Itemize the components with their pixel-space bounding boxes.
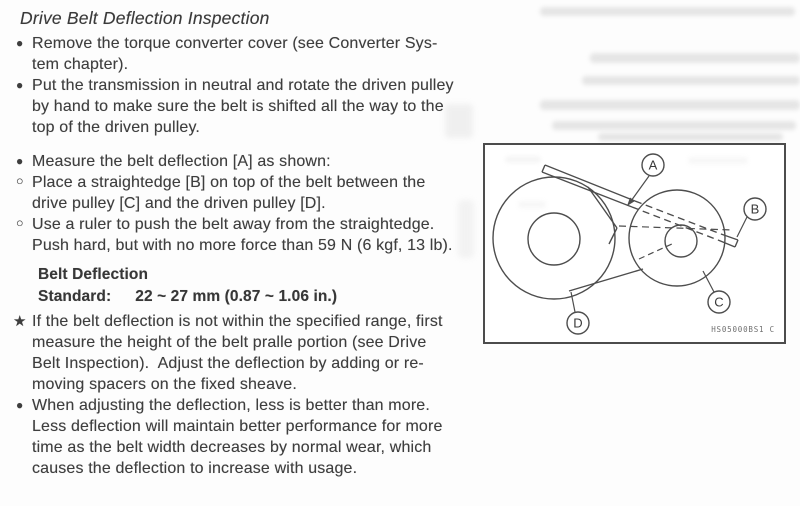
bleedthrough-text [518,201,546,208]
drive-pulley-circle [628,189,726,287]
instruction-substep: ○ Use a ruler to push the belt away from… [8,214,472,256]
drive-belt-lines [568,186,733,292]
text-line: top of the driven pulley. [32,119,200,136]
text-line: Less deflection will maintain better per… [32,418,443,435]
text-line: Push hard, but with no more force than 5… [32,237,453,254]
arrowhead-icon [627,197,635,206]
label-d-text: D [573,316,582,331]
driven-pulley-circle [492,176,616,300]
text-line: tem chapter). [32,56,129,73]
instruction-item: ● Put the transmission in neutral and ro… [8,75,472,138]
text-line: measure the height of the belt pralle po… [32,334,427,351]
text-line: time as the belt width decreases by norm… [32,439,432,456]
spec-label: Standard: [38,288,112,305]
text-line: drive pulley [C] and the driven pulley [… [32,195,326,212]
label-c: C [702,270,731,314]
bleedthrough-text [458,200,474,258]
bleedthrough-text [552,121,796,130]
section-title: Drive Belt Deflection Inspection [20,8,270,28]
bleedthrough-text [540,7,795,16]
conditional-step: ★ If the belt deflection is not within t… [8,311,472,395]
bleedthrough-text [505,156,541,163]
bleedthrough-text [688,157,748,164]
text-line: causes the deflection to increase with u… [32,460,358,477]
text-line: When adjusting the deflection, less is b… [32,397,430,414]
bullet-icon: ● [16,78,24,92]
bullet-icon: ● [16,36,24,50]
label-a: A [627,153,665,206]
belt-deflection-figure: A B C D HS05000BS1 C [483,143,786,344]
bleedthrough-text [582,76,800,85]
text-line: Place a straightedge [B] on top of the b… [32,174,426,191]
bleedthrough-text [445,104,473,138]
drive-pulley-hub [664,224,698,258]
bleedthrough-text [598,133,783,141]
bleedthrough-text [540,100,800,110]
instruction-item: ● When adjusting the deflection, less is… [8,395,472,479]
circle-bullet-icon: ○ [16,174,24,188]
text-line: Remove the torque converter cover (see C… [32,35,438,52]
bleedthrough-text [590,53,800,63]
circle-bullet-icon: ○ [16,216,24,230]
instruction-item: ● Measure the belt deflection [A] as sho… [8,151,472,172]
text-line: If the belt deflection is not within the… [32,313,443,330]
label-d: D [566,291,590,335]
text-line: by hand to make sure the belt is shifted… [32,98,444,115]
star-icon: ★ [13,313,27,330]
spec-block: Belt Deflection Standard: 22 ~ 27 mm (0.8… [38,264,472,308]
instructions-column: Drive Belt Deflection Inspection ● Remov… [8,5,472,479]
instruction-item: ● Remove the torque converter cover (see… [8,33,472,75]
label-c-text: C [714,295,723,310]
figure-code: HS05000BS1 C [711,325,775,334]
bullet-icon: ● [16,398,24,412]
instruction-substep: ○ Place a straightedge [B] on top of the… [8,172,472,214]
label-b: B [736,197,767,238]
text-line: Use a ruler to push the belt away from t… [32,216,435,233]
label-b-text: B [751,202,760,217]
pulley-diagram: A B C D HS05000BS1 C [492,153,775,335]
text-line: Put the transmission in neutral and rota… [32,77,454,94]
text-line: moving spacers on the fixed sheave. [32,376,297,393]
bullet-icon: ● [16,154,24,168]
spec-heading: Belt Deflection [38,266,149,283]
spec-row: Standard: 22 ~ 27 mm (0.87 ~ 1.06 in.) [38,286,472,308]
spec-value: 22 ~ 27 mm (0.87 ~ 1.06 in.) [135,288,338,305]
text-line: Belt Inspection). Adjust the deflection … [32,355,424,372]
straightedge-bar [541,164,739,248]
label-a-text: A [649,158,658,173]
driven-pulley-hub [527,212,581,266]
text-line: Measure the belt deflection [A] as shown… [32,153,331,170]
